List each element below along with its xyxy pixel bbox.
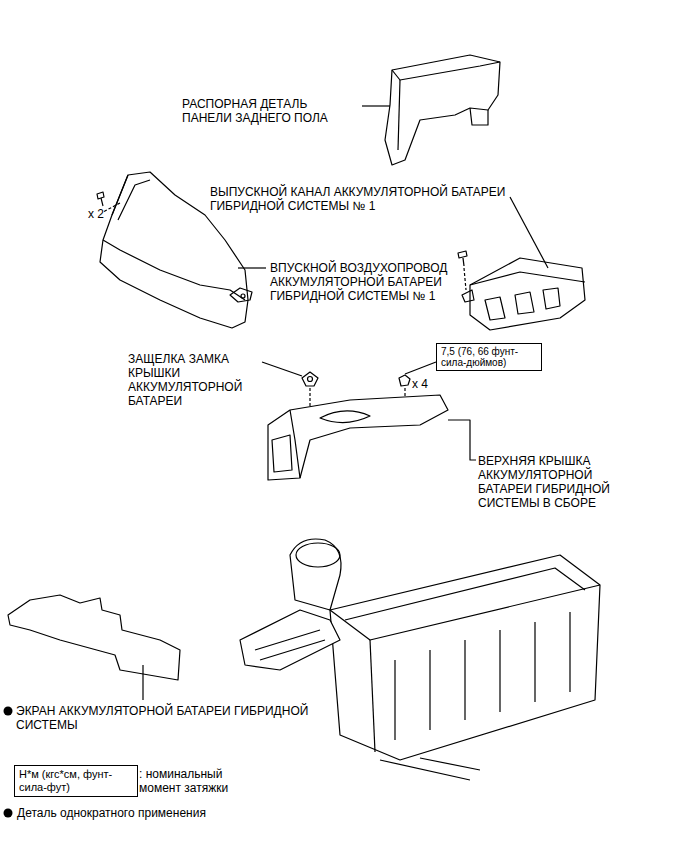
part-name: ВПУСКНОЙ ВОЗДУХОПРОВОД АККУМУЛЯТОРНОЙ БА…	[270, 261, 475, 303]
torque-box: 7,5 (76, 66 фунт-сила-дюймов)	[436, 343, 542, 371]
part-name: РАСПОРНАЯ ДЕТАЛЬ ПАНЕЛИ ЗАДНЕГО ПОЛА	[182, 97, 357, 125]
part-name: ВЫПУСКНОЙ КАНАЛ АККУМУЛЯТОРНОЙ БАТАРЕИ Г…	[210, 185, 510, 213]
box-text: Н*м (кгс*см, фунт-сила-фут)	[19, 768, 133, 794]
box-text: 7,5 (76, 66 фунт-сила-дюймов)	[441, 346, 537, 368]
part-name: ЗАЩЕЛКА ЗАМКА КРЫШКИ АККУМУЛЯТОРНОЙ БАТА…	[128, 352, 260, 408]
single-use-dot	[4, 809, 13, 818]
part-name: ЭКРАН АККУМУЛЯТОРНОЙ БАТАРЕИ ГИБРИДНОЙ С…	[16, 704, 361, 732]
legend-unit-box: Н*м (кгс*см, фунт-сила-фут)	[14, 765, 138, 797]
legend-text: : номинальный момент затяжки	[139, 767, 249, 795]
part-name: ВЕРХНЯЯ КРЫШКА АККУМУЛЯТОРНОЙ БАТАРЕИ ГИ…	[478, 454, 638, 510]
single-use-dot	[4, 707, 13, 716]
quantity: x 4	[412, 377, 442, 391]
legend-text: Деталь однократного применения	[17, 806, 277, 820]
quantity: x 2	[88, 207, 118, 221]
